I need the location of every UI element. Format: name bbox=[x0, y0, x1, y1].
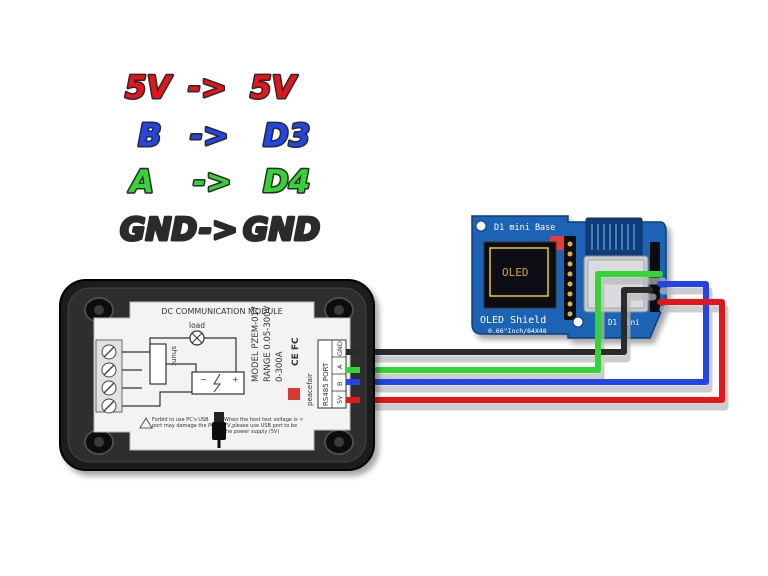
wire-5v bbox=[351, 299, 725, 403]
legend-from: GND bbox=[120, 212, 197, 248]
wire-b bbox=[351, 281, 709, 385]
model-info: MODEL PZEM-017 RANGE 0.05-300V 0-300A CE… bbox=[251, 305, 314, 406]
wire-gnd bbox=[351, 287, 653, 355]
legend-arrow: -> bbox=[193, 164, 232, 200]
range-current: 0-300A bbox=[275, 351, 285, 382]
port-pin-a: A bbox=[336, 364, 344, 369]
legend-row-b: B -> D3 bbox=[137, 117, 312, 156]
port-pin-gnd: GND bbox=[336, 341, 344, 356]
legend-to: D4 bbox=[263, 164, 310, 200]
cert-marks: CE FC bbox=[291, 337, 301, 366]
model-text: MODEL PZEM-017 bbox=[251, 306, 261, 382]
load-label: load bbox=[189, 321, 205, 330]
legend-from: 5V bbox=[125, 70, 174, 106]
brand-name: peacefair bbox=[306, 373, 314, 406]
legend-arrow: -> bbox=[190, 118, 229, 154]
load-symbol: load bbox=[189, 321, 205, 346]
warning-right: When the host test voltage is < 7V,pleas… bbox=[224, 417, 304, 435]
port-label: RS485 PORT bbox=[322, 362, 330, 406]
pzem-017-module: DC COMMUNICATION MODULE loa bbox=[59, 279, 375, 471]
range-voltage: RANGE 0.05-300V bbox=[263, 305, 273, 382]
legend: 5V -> 5V B -> D3 A -> D4 GND -> GND bbox=[119, 69, 322, 250]
legend-from: B bbox=[138, 118, 162, 154]
legend-to: 5V bbox=[250, 70, 299, 106]
warnings: Forbid to use PC's USB port may damage t… bbox=[139, 412, 304, 448]
schematic bbox=[122, 337, 245, 407]
terminal-block bbox=[95, 339, 123, 414]
wires bbox=[351, 271, 729, 411]
brand-logo bbox=[288, 388, 300, 400]
wire-stubs bbox=[346, 349, 360, 403]
shunt-label: shunt bbox=[170, 346, 178, 366]
usb-plug-icon bbox=[212, 412, 226, 448]
base-label: D1 mini Base bbox=[494, 223, 555, 233]
port-pin-5v: 5V bbox=[336, 395, 344, 404]
module-title: DC COMMUNICATION MODULE bbox=[161, 307, 282, 316]
wire-a bbox=[351, 271, 663, 373]
rs485-port: RS485 PORT GND A B 5V bbox=[317, 339, 347, 409]
legend-to: D3 bbox=[263, 118, 310, 154]
legend-row-5v: 5V -> 5V bbox=[124, 69, 301, 108]
legend-arrow: -> bbox=[188, 70, 227, 106]
legend-from: A bbox=[127, 164, 154, 200]
legend-row-gnd: GND -> GND bbox=[119, 211, 322, 250]
warning-left: Forbid to use PC's USB port may damage t… bbox=[152, 417, 215, 429]
legend-to: GND bbox=[243, 212, 320, 248]
oled-label: OLED bbox=[502, 266, 529, 279]
legend-arrow: -> bbox=[199, 212, 238, 248]
battery-symbol: − + bbox=[200, 373, 239, 393]
port-pin-b: B bbox=[336, 382, 344, 386]
oled-shield-label: OLED Shield bbox=[480, 315, 546, 326]
svg-text:+: + bbox=[232, 375, 239, 384]
oled-size-label: 0.66"Inch/64X48 bbox=[488, 327, 547, 335]
svg-text:−: − bbox=[200, 375, 207, 384]
legend-row-a: A -> D4 bbox=[126, 163, 312, 202]
